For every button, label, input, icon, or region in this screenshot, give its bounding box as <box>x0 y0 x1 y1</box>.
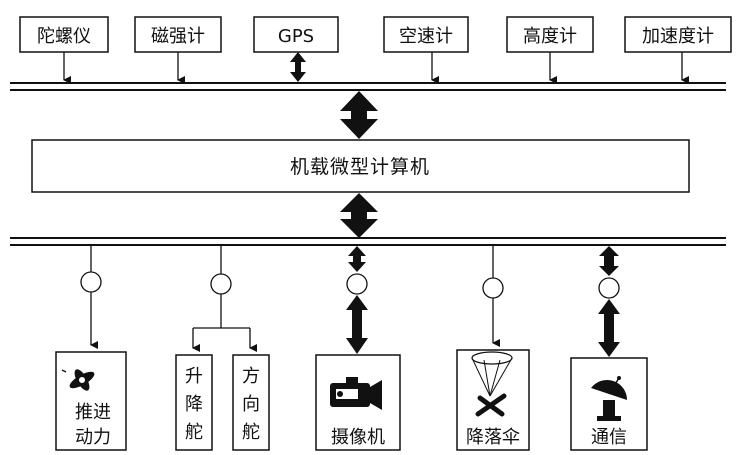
arrow-top-bus-computer <box>340 91 378 139</box>
interface-node <box>80 271 102 293</box>
thrust-channel: 推进 动力 <box>55 245 127 451</box>
bottom-bus <box>10 237 726 246</box>
elevator-label-1: 升 <box>185 366 203 387</box>
sensor-gps: GPS <box>253 16 339 53</box>
thrust-label-line2: 动力 <box>75 427 111 448</box>
onboard-computer: 机载微型计算机 <box>31 139 690 193</box>
sensor-accelerometer-label: 加速度计 <box>642 26 714 47</box>
rudder-box <box>232 354 270 451</box>
control-surface-channel: 升 降 舵 方 向 舵 <box>175 245 270 451</box>
parachute-channel: 降落伞 <box>456 245 530 451</box>
comm-label: 通信 <box>591 427 627 448</box>
arrow-computer-bottom-bus <box>340 193 378 238</box>
video-camera-icon <box>330 377 382 410</box>
interface-node <box>346 273 368 295</box>
thrust-label-line1: 推进 <box>75 402 111 423</box>
rudder-label-1: 方 <box>242 366 260 387</box>
sensor-gyroscope: 陀螺仪 <box>19 16 109 53</box>
sensor-magnetometer-label: 磁强计 <box>151 26 205 47</box>
sensor-accelerometer: 加速度计 <box>624 16 732 53</box>
interface-node <box>210 273 232 295</box>
comm-channel: 通信 <box>570 246 648 451</box>
sensor-arrows <box>63 52 689 84</box>
thrust-box <box>55 351 127 451</box>
interface-node <box>482 277 504 299</box>
parachute-box <box>456 349 530 451</box>
elevator-box <box>175 354 213 451</box>
satellite-dish-icon <box>591 376 627 421</box>
sensor-altimeter: 高度计 <box>506 16 594 53</box>
arrow-gps-bidirectional <box>290 52 306 82</box>
elevator-label-2: 降 <box>185 394 203 415</box>
interface-node <box>598 277 620 299</box>
sensor-airspeed-label: 空速计 <box>399 26 453 47</box>
sensor-gyroscope-label: 陀螺仪 <box>37 26 91 47</box>
top-bus <box>10 82 726 91</box>
sensor-airspeed: 空速计 <box>383 16 469 53</box>
onboard-computer-label: 机载微型计算机 <box>290 156 430 178</box>
camera-channel: 摄像机 <box>315 246 401 451</box>
elevator-label-3: 舵 <box>185 422 203 443</box>
propeller-icon <box>61 369 95 391</box>
rudder-label-2: 向 <box>242 394 260 415</box>
rudder-label-3: 舵 <box>242 422 260 443</box>
camera-label: 摄像机 <box>331 427 385 448</box>
sensor-gps-label: GPS <box>278 26 314 47</box>
parachute-icon <box>471 351 513 417</box>
sensor-magnetometer: 磁强计 <box>134 16 222 53</box>
parachute-label: 降落伞 <box>466 427 520 448</box>
sensor-altimeter-label: 高度计 <box>523 26 577 47</box>
